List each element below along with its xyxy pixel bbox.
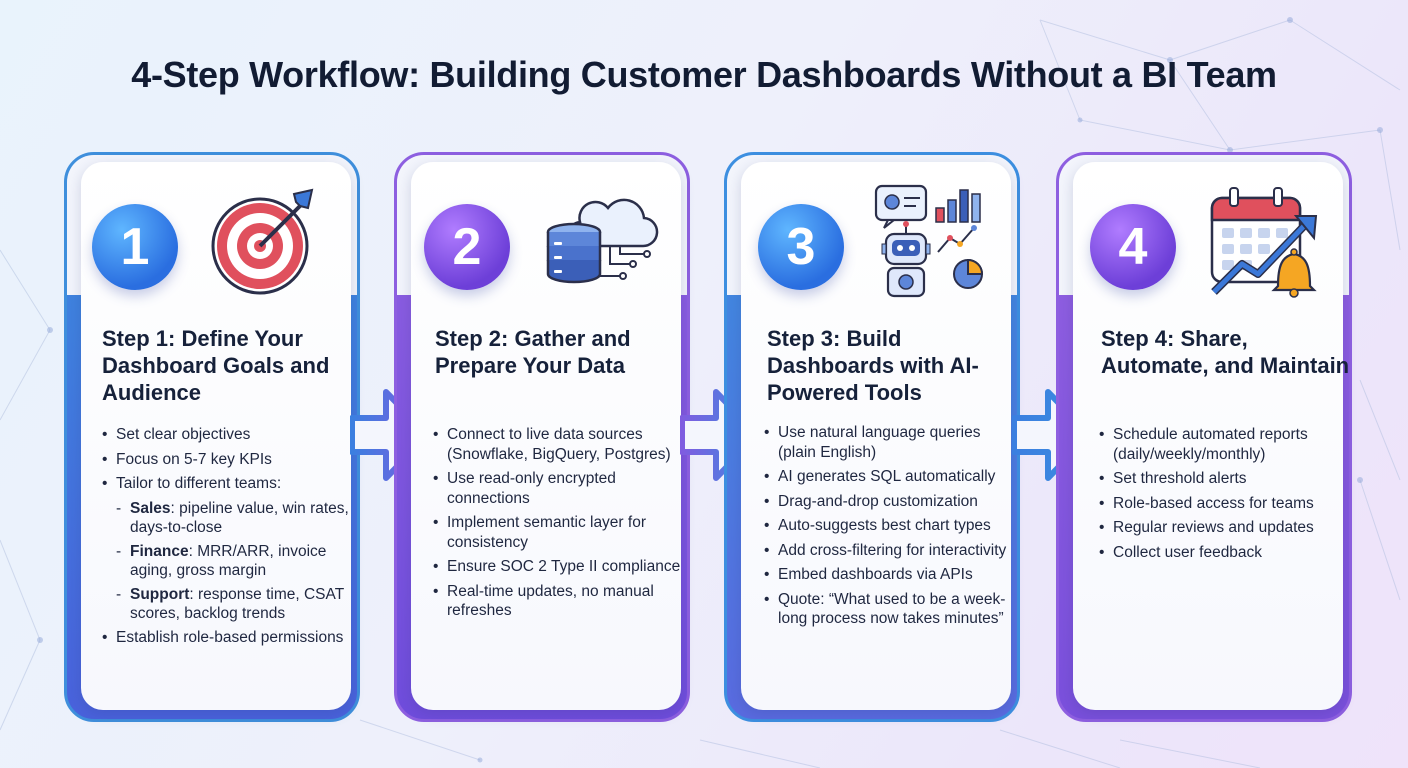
list-item: Sales: pipeline value, win rates, days-t… (102, 499, 352, 538)
list-item: Quote: “What used to be a week-long proc… (764, 590, 1014, 629)
step-4-number-badge: 4 (1090, 204, 1176, 290)
list-item: Ensure SOC 2 Type II compliance (433, 557, 683, 577)
robot-charts-icon (874, 184, 984, 298)
list-item: Use natural language queries (plain Engl… (764, 423, 1014, 462)
list-item: Use read-only encrypted connections (433, 469, 683, 508)
list-item: Drag-and-drop customization (764, 492, 1014, 512)
step-4-title: Step 4: Share, Automate, and Maintain (1101, 326, 1350, 378)
step-3-title: Step 3: Build Dashboards with AI-Powered… (767, 326, 979, 405)
list-item: Regular reviews and updates (1099, 518, 1349, 538)
list-item: Set clear objectives (102, 425, 352, 445)
target-arrow-icon (211, 188, 314, 295)
list-item: Establish role-based permissions (102, 628, 352, 648)
list-item: Schedule automated reports (daily/weekly… (1099, 425, 1349, 464)
step-1-title: Step 1: Define Your Dashboard Goals and … (102, 326, 330, 405)
calendar-trend-bell-icon (1210, 187, 1318, 298)
list-item: AI generates SQL automatically (764, 467, 1014, 487)
list-item: Support: response time, CSAT scores, bac… (102, 585, 352, 624)
list-item: Auto-suggests best chart types (764, 516, 1014, 536)
step-1-bullets: Set clear objectives Focus on 5-7 key KP… (102, 425, 352, 652)
list-item: Real-time updates, no manual refreshes (433, 582, 683, 621)
step-3-bullets: Use natural language queries (plain Engl… (764, 423, 1014, 634)
step-2-number-badge: 2 (424, 204, 510, 290)
list-item: Set threshold alerts (1099, 469, 1349, 489)
page-title: 4-Step Workflow: Building Customer Dashb… (131, 54, 1277, 95)
list-item: Collect user feedback (1099, 543, 1349, 563)
step-1-number-badge: 1 (92, 204, 178, 290)
list-item: Role-based access for teams (1099, 494, 1349, 514)
step-2-title: Step 2: Gather and Prepare Your Data (435, 326, 631, 378)
list-item: Tailor to different teams: (102, 474, 352, 494)
list-item: Add cross-filtering for interactivity (764, 541, 1014, 561)
step-2-bullets: Connect to live data sources (Snowflake,… (433, 425, 683, 626)
cloud-database-icon (546, 198, 659, 284)
list-item: Implement semantic layer for consistency (433, 513, 683, 552)
list-item: Focus on 5-7 key KPIs (102, 450, 352, 470)
list-item: Finance: MRR/ARR, invoice aging, gross m… (102, 542, 352, 581)
list-item: Connect to live data sources (Snowflake,… (433, 425, 683, 464)
step-4-bullets: Schedule automated reports (daily/weekly… (1099, 425, 1349, 567)
list-item: Embed dashboards via APIs (764, 565, 1014, 585)
step-3-number-badge: 3 (758, 204, 844, 290)
